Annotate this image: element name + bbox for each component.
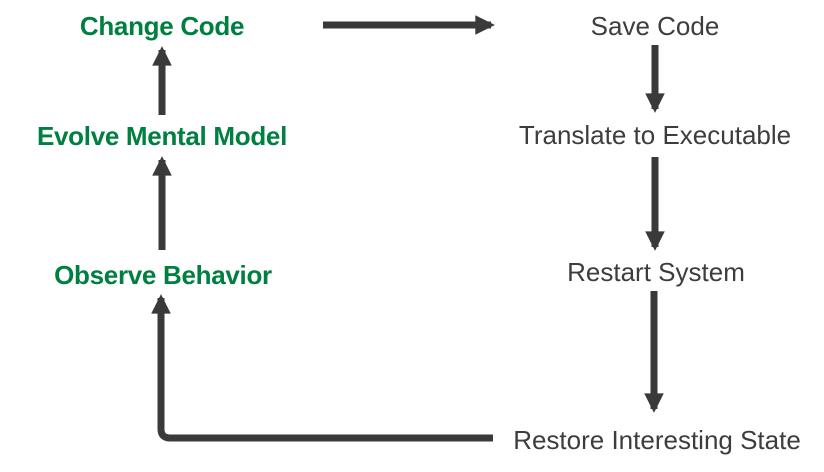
node-evolve-mental-model: Evolve Mental Model	[36, 121, 288, 151]
node-restart-system: Restart System	[567, 257, 745, 287]
node-restore-interesting-state: Restore Interesting State	[513, 425, 801, 455]
node-change-code: Change Code	[79, 11, 245, 41]
arrow-restore-state-to-observe-behavior	[151, 294, 493, 442]
node-save-code: Save Code	[590, 11, 720, 41]
node-translate-to-executable: Translate to Executable	[518, 120, 792, 150]
node-observe-behavior: Observe Behavior	[54, 260, 272, 290]
